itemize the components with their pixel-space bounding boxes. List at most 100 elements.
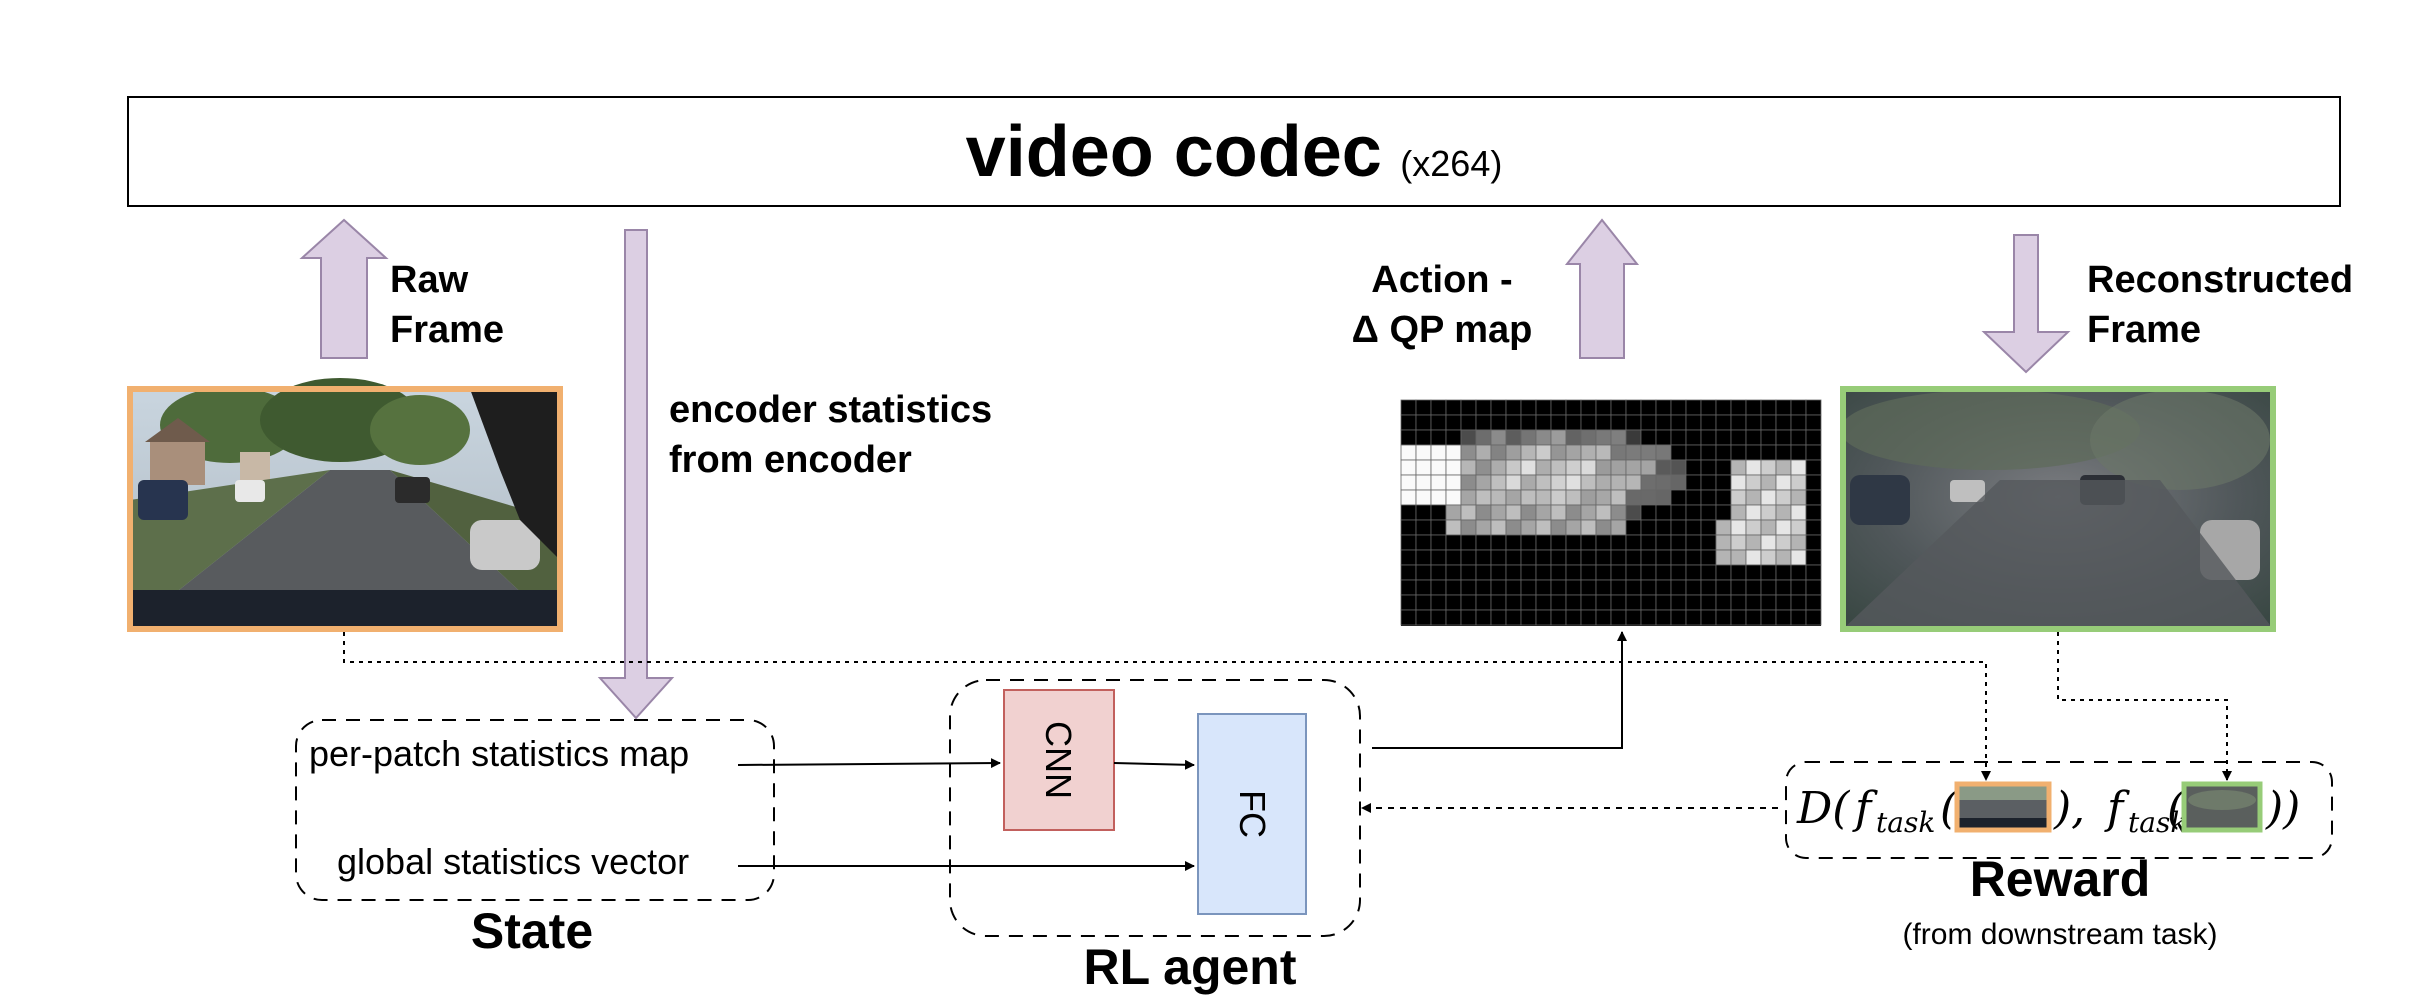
qp-map-cell	[1475, 579, 1492, 596]
qp-map-cell	[1775, 549, 1792, 566]
qp-map-cell	[1655, 504, 1672, 521]
qp-map-cell	[1625, 474, 1642, 491]
qp-map-cell	[1520, 579, 1537, 596]
qp-map-cell	[1445, 474, 1462, 491]
qp-map-cell	[1460, 594, 1477, 611]
qp-map-cell	[1700, 564, 1717, 581]
qp-map-cell	[1805, 594, 1822, 611]
qp-map-cell	[1445, 399, 1462, 416]
qp-map-cell	[1760, 564, 1777, 581]
qp-map-cell	[1595, 519, 1612, 536]
qp-map-cell	[1715, 609, 1732, 626]
qp-map-cell	[1490, 519, 1507, 536]
state-box	[295, 719, 775, 901]
qp-map-cell	[1580, 459, 1597, 476]
raw-frame-border	[127, 386, 563, 632]
qp-map-cell	[1460, 609, 1477, 626]
state-map-to-cnn-arrow	[737, 758, 1001, 769]
qp-map-cell	[1610, 609, 1627, 626]
qp-map-cell	[1565, 579, 1582, 596]
qp-map-cell	[1475, 399, 1492, 416]
qp-map-cell	[1790, 549, 1807, 566]
qp-map-cell	[1460, 579, 1477, 596]
qp-map-cell	[1475, 519, 1492, 536]
qp-map-cell	[1490, 444, 1507, 461]
qp-map-cell	[1460, 429, 1477, 446]
qp-map-cell	[1625, 459, 1642, 476]
qp-map-cell	[1535, 549, 1552, 566]
qp-map-cell	[1775, 519, 1792, 536]
qp-map-cell	[1475, 459, 1492, 476]
qp-map-cell	[1400, 519, 1417, 536]
qp-map-cell	[1700, 519, 1717, 536]
qp-map-cell	[1685, 504, 1702, 521]
qp-map-cell	[1505, 579, 1522, 596]
qp-map-cell	[1490, 579, 1507, 596]
cnn-block	[1003, 689, 1115, 831]
qp-map-cell	[1520, 549, 1537, 566]
qp-map-cell	[1760, 609, 1777, 626]
qp-map-cell	[1490, 399, 1507, 416]
qp-map-cell	[1460, 399, 1477, 416]
formula-paren-open-2: (	[2167, 783, 2185, 834]
qp-map-cell	[1715, 519, 1732, 536]
qp-map-cell	[1535, 579, 1552, 596]
qp-map-cell	[1550, 414, 1567, 431]
qp-map-cell	[1550, 534, 1567, 551]
qp-map-cell	[1415, 534, 1432, 551]
qp-map-cell	[1655, 444, 1672, 461]
qp-map-cell	[1730, 534, 1747, 551]
qp-map-cell	[1415, 489, 1432, 506]
qp-map-cell	[1460, 459, 1477, 476]
qp-map-cell	[1415, 609, 1432, 626]
qp-map-cell	[1520, 519, 1537, 536]
qp-map-cell	[1745, 609, 1762, 626]
qp-map-cell	[1445, 459, 1462, 476]
qp-map-cell	[1565, 594, 1582, 611]
qp-map-cell	[1775, 414, 1792, 431]
qp-map-cell	[1565, 489, 1582, 506]
qp-map-cell	[1610, 399, 1627, 416]
qp-map-cell	[1790, 504, 1807, 521]
qp-map-cell	[1670, 414, 1687, 431]
qp-map-cell	[1790, 429, 1807, 446]
qp-map-cell	[1805, 534, 1822, 551]
qp-map-cell	[1730, 549, 1747, 566]
qp-map-cell	[1415, 414, 1432, 431]
qp-map-cell	[1805, 564, 1822, 581]
qp-map-cell	[1565, 519, 1582, 536]
qp-map-cell	[1790, 414, 1807, 431]
qp-map-cell	[1610, 489, 1627, 506]
qp-map-cell	[1535, 429, 1552, 446]
qp-map-cell	[1670, 474, 1687, 491]
qp-map-cell	[1550, 519, 1567, 536]
encoder-stats-label-2: from encoder	[669, 439, 912, 481]
encoder-stats-label-1: encoder statistics	[669, 389, 992, 431]
qp-map-cell	[1505, 534, 1522, 551]
qp-map-cell	[1655, 579, 1672, 596]
qp-map-cell	[1595, 474, 1612, 491]
formula-sub2: task	[2128, 806, 2187, 839]
qp-map-cell	[1445, 504, 1462, 521]
qp-map-cell	[1535, 414, 1552, 431]
qp-map-cell	[1565, 549, 1582, 566]
qp-map-cell	[1565, 609, 1582, 626]
qp-map-cell	[1460, 489, 1477, 506]
qp-map-cell	[1775, 474, 1792, 491]
qp-map-cell	[1445, 594, 1462, 611]
qp-map-cell	[1610, 519, 1627, 536]
qp-map-cell	[1610, 579, 1627, 596]
qp-map-cell	[1655, 564, 1672, 581]
qp-map-cell	[1430, 459, 1447, 476]
qp-map-cell	[1580, 564, 1597, 581]
state-title: State	[471, 903, 593, 959]
raw-frame-image	[130, 378, 560, 629]
qp-map-cell	[1730, 504, 1747, 521]
qp-map-cell	[1490, 609, 1507, 626]
qp-map-cell	[1610, 549, 1627, 566]
qp-map-cell	[1745, 459, 1762, 476]
qp-map-cell	[1565, 474, 1582, 491]
qp-map-cell	[1400, 399, 1417, 416]
qp-map-cell	[1535, 594, 1552, 611]
qp-map-cell	[1430, 429, 1447, 446]
